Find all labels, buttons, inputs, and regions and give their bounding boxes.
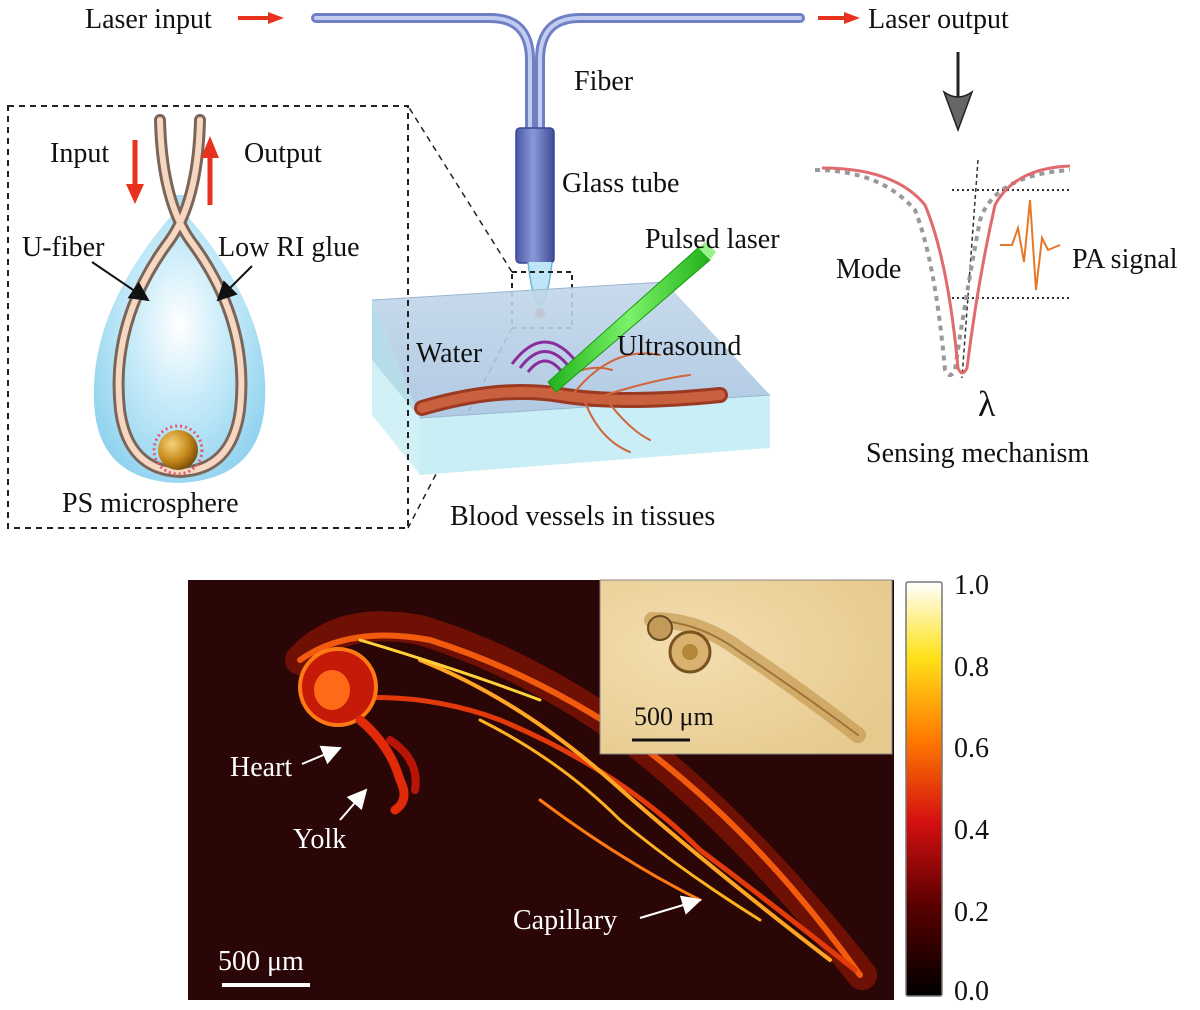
sensing-mechanism-caption: Sensing mechanism (866, 438, 1089, 469)
mode-curve (821, 164, 1071, 375)
laser-output-arrow-icon (818, 12, 860, 24)
colorbar-tick-0-6: 0.6 (954, 733, 989, 764)
mode-label: Mode (836, 254, 901, 285)
lambda-label: λ (978, 384, 996, 424)
zebrafish-photo (644, 612, 866, 743)
mode-curve-shifted (814, 168, 1071, 377)
output-arrow-icon (201, 136, 219, 205)
inset-scale-bar-label: 500 μm (634, 702, 714, 731)
ultrasound-waves-icon (510, 340, 580, 373)
inset-box (7, 105, 409, 529)
colorbar-tick-0-2: 0.2 (954, 897, 989, 928)
inset-output-label: Output (244, 138, 322, 169)
low-ri-glue-label: Low RI glue (218, 232, 360, 263)
zebrafish-pa-image (285, 611, 877, 990)
colorbar-tick-0-0: 0.0 (954, 976, 989, 1007)
u-fiber-top (311, 13, 805, 155)
capillary-label: Capillary (513, 905, 617, 936)
input-arrow-icon (126, 140, 144, 204)
pa-signal-wave (1000, 199, 1061, 291)
heart-label: Heart (230, 752, 292, 783)
ps-microsphere-label: PS microsphere (62, 488, 239, 519)
output-down-arrow-icon (942, 52, 974, 133)
laser-input-label: Laser input (85, 4, 212, 35)
glass-tube-label: Glass tube (562, 168, 679, 199)
blood-vessels-label: Blood vessels in tissues (450, 501, 715, 532)
yolk-label: Yolk (293, 824, 346, 855)
microsphere-probe (93, 114, 266, 483)
scale-bar-label: 500 μm (218, 946, 304, 977)
ultrasound-label: Ultrasound (617, 331, 741, 362)
pa-signal-label: PA signal (1072, 244, 1178, 275)
water-label: Water (416, 338, 483, 369)
laser-input-arrow-icon (238, 12, 284, 24)
colorbar-tick-0-8: 0.8 (954, 652, 989, 683)
laser-output-label: Laser output (868, 4, 1009, 35)
colorbar (905, 581, 943, 997)
fiber-label: Fiber (574, 66, 634, 97)
colorbar-tick-1-0: 1.0 (954, 570, 989, 601)
inset-input-label: Input (50, 138, 109, 169)
glass-tube (515, 127, 555, 264)
colorbar-tick-0-4: 0.4 (954, 815, 989, 846)
pulsed-laser-label: Pulsed laser (645, 224, 780, 255)
u-fiber-label: U-fiber (22, 232, 105, 263)
